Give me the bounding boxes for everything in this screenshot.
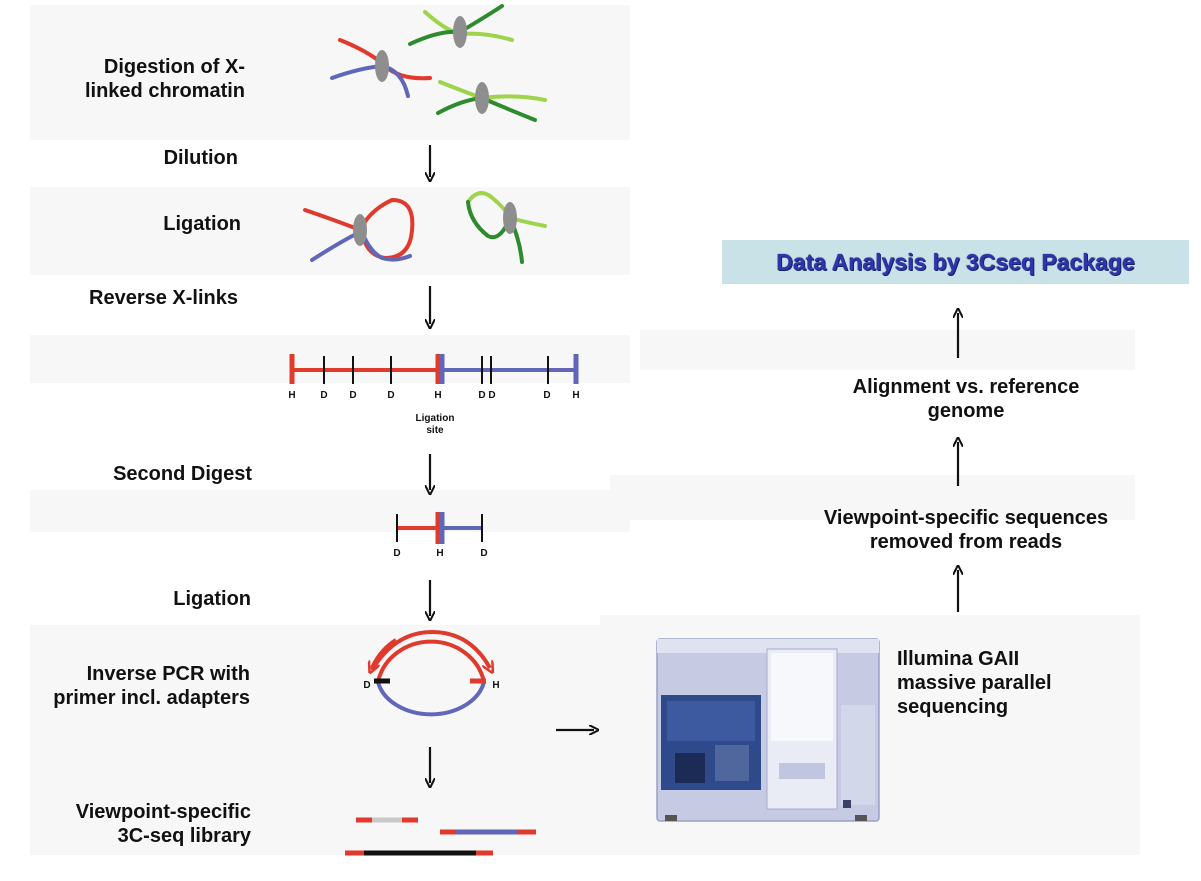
data-analysis-title: Data Analysis by 3Cseq Package [776, 248, 1135, 275]
band-ligation [30, 187, 630, 275]
circular-fragment [372, 629, 492, 717]
band-reverse [30, 335, 630, 383]
mark-d-8: D [480, 548, 487, 559]
library-reads [345, 817, 536, 856]
step-digestion-label: Digestion of X- linked chromatin [84, 56, 245, 102]
viewpoint-removed-label: Viewpoint-specific sequences removed fro… [823, 507, 1109, 553]
mark-d-1: D [320, 390, 327, 401]
mark-h-4: H [436, 548, 443, 559]
ligation-loop-red-blue [303, 197, 415, 262]
mark-d-5: D [488, 390, 495, 401]
step-dilution-label: Dilution [163, 147, 238, 169]
step-ligation2-label: Ligation [173, 588, 251, 610]
alignment-label: Alignment vs. reference genome [852, 376, 1080, 422]
mark-d-3: D [387, 390, 394, 401]
step-reverse-xlinks-label: Reverse X-links [89, 287, 238, 309]
mark-h-3: H [572, 390, 579, 401]
step-second-digest-label: Second Digest [113, 463, 252, 485]
ligation-loop-green [466, 191, 547, 264]
band-inverse-pcr [30, 625, 630, 855]
sequencer-machine-image [656, 638, 880, 822]
illumina-label: Illumina GAII massive parallel sequencin… [897, 648, 1052, 718]
step-inverse-pcr-label: Inverse PCR with primer incl. adapters [53, 663, 250, 709]
linear-fragment [289, 354, 579, 384]
data-analysis-title-box: Data Analysis by 3Cseq Package [722, 240, 1189, 284]
pcr-mark-d: D [363, 680, 370, 691]
digest-cluster-green-2 [436, 80, 547, 122]
ligation-site-label: Ligation site [415, 413, 455, 436]
mark-d-6: D [543, 390, 550, 401]
band-right-align [640, 330, 1135, 370]
pcr-mark-h: H [492, 680, 499, 691]
short-fragment [396, 512, 483, 544]
step-library-label: Viewpoint-specific 3C-seq library [75, 801, 251, 847]
digest-cluster-red-blue [330, 38, 432, 98]
mark-h-1: H [288, 390, 295, 401]
band-second-digest [30, 490, 630, 532]
mark-d-2: D [349, 390, 356, 401]
mark-d-4: D [478, 390, 485, 401]
step-ligation-label: Ligation [163, 213, 241, 235]
digest-cluster-green-1 [408, 4, 514, 48]
band-right-mid [610, 475, 1135, 520]
mark-d-7: D [393, 548, 400, 559]
mark-h-2: H [434, 390, 441, 401]
